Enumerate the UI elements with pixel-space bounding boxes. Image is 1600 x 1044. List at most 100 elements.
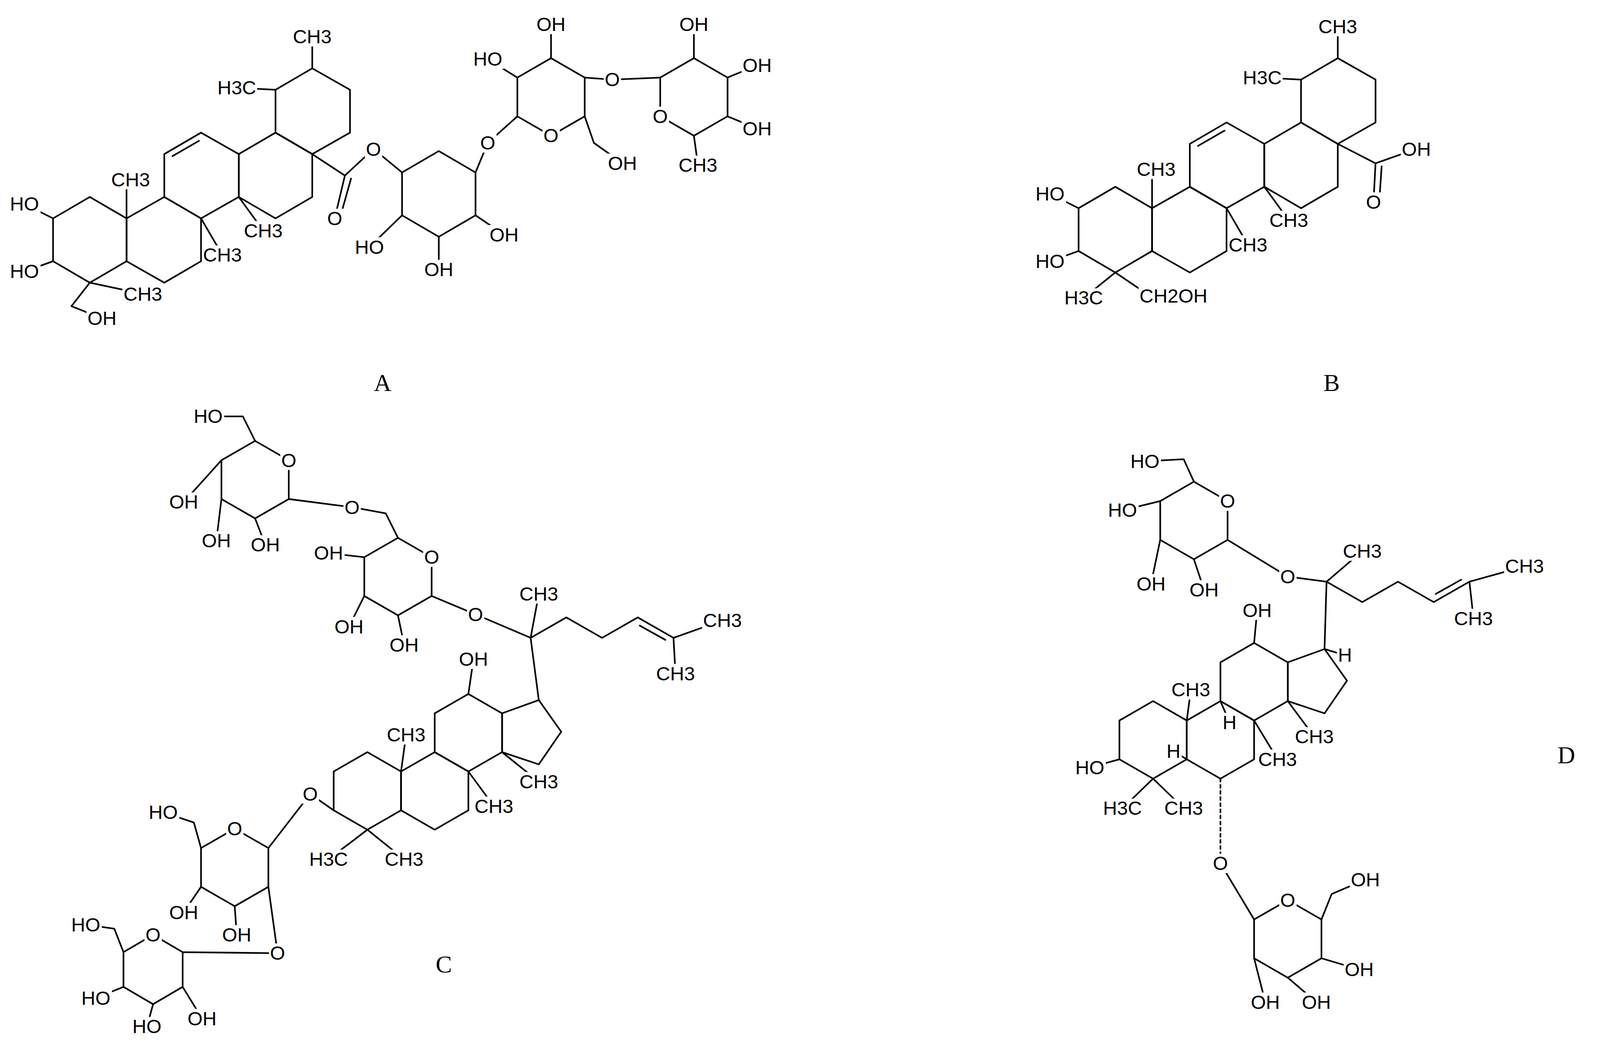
atom-label: O — [301, 784, 319, 804]
ring — [1160, 481, 1228, 560]
atom-label: CH3 — [1342, 541, 1384, 561]
atom-label: O — [1279, 566, 1297, 587]
atom-label: OH — [388, 635, 420, 655]
atom-label: CH3 — [1293, 727, 1335, 747]
atom-label: OH — [86, 308, 118, 329]
atom-label: CH3 — [291, 26, 333, 47]
ring — [126, 196, 201, 283]
bond — [24, 24, 758, 319]
atom-label: OH — [186, 1008, 218, 1029]
atom-label: H — [1165, 741, 1182, 762]
atom-label: H — [1221, 712, 1238, 733]
atom-label: OH — [607, 153, 638, 174]
atom-label: OH — [1343, 959, 1375, 980]
atom-label: OH — [313, 543, 345, 564]
ring — [660, 58, 728, 136]
atom-label: H3C — [1241, 67, 1283, 88]
atom-label: HO — [70, 915, 102, 935]
atom-label: OH — [457, 649, 489, 669]
atom-label: OH — [678, 14, 710, 35]
atom-label: O — [268, 943, 287, 963]
atom-label: OH — [200, 531, 232, 551]
atom-label: O — [144, 925, 162, 945]
molecule-c — [85, 416, 723, 1027]
ring — [1301, 58, 1376, 145]
atom-label: CH3 — [1453, 608, 1495, 629]
ring — [275, 68, 350, 155]
atom-label: OH — [1400, 139, 1432, 160]
atom-label: O — [542, 126, 560, 146]
atom-label: O — [1279, 890, 1297, 911]
ring — [123, 934, 183, 1004]
ring — [1186, 701, 1255, 779]
atom-label: CH3 — [1163, 798, 1205, 819]
atom-label: H3C — [308, 849, 350, 870]
structure-letter: D — [1556, 742, 1577, 768]
atom-label: HO — [80, 988, 112, 1009]
ring — [517, 58, 585, 136]
bond — [1089, 459, 1525, 1003]
atom-label: HO — [1074, 757, 1106, 778]
atom-label: O — [365, 139, 383, 160]
atom-label: O — [479, 133, 497, 153]
bond — [85, 416, 723, 1027]
atom-label: CH3 — [655, 663, 697, 684]
atom-label: O — [651, 106, 669, 127]
atom-label: CH3 — [702, 610, 744, 631]
ring — [1189, 122, 1265, 209]
atom-label: OH — [1249, 992, 1281, 1013]
atom-label: HO — [1034, 251, 1066, 272]
atom-label: OH — [535, 14, 567, 35]
atom-label: O — [226, 818, 244, 839]
atom-label: OH — [1241, 600, 1273, 621]
atom-label: OH — [249, 535, 281, 556]
atom-label: O — [326, 208, 344, 229]
atom-label: HO — [1034, 184, 1066, 204]
atom-label: HO — [1129, 451, 1161, 472]
atom-label: H3C — [1101, 798, 1143, 819]
atom-label: HO — [9, 194, 41, 215]
atom-label: OH — [1300, 992, 1332, 1013]
bond — [1049, 26, 1417, 299]
ring — [52, 196, 127, 283]
atom-label: O — [1364, 192, 1383, 212]
ring — [502, 699, 562, 765]
ring — [1119, 701, 1187, 779]
ring — [200, 828, 269, 906]
atom-label: OH — [168, 902, 200, 923]
atom-label: HO — [9, 261, 41, 282]
ring — [164, 132, 239, 219]
ring — [1264, 122, 1338, 209]
atom-label: OH — [168, 492, 200, 513]
molecule-a — [24, 24, 758, 319]
atom-label: H3C — [216, 77, 258, 98]
atom-label: CH3 — [1170, 680, 1212, 700]
atom-label: OH — [1135, 574, 1167, 594]
atom-label: HO — [192, 406, 224, 427]
atom-label: CH3 — [1135, 159, 1177, 180]
atom-label: HO — [353, 237, 385, 258]
ring — [434, 694, 503, 772]
ring — [1254, 900, 1322, 978]
atom-label: CH3 — [1317, 16, 1359, 37]
atom-label: HO — [131, 1017, 163, 1037]
atom-label: O — [280, 450, 298, 471]
ring — [401, 752, 469, 830]
ring — [221, 440, 289, 519]
atom-label: CH3 — [677, 155, 719, 176]
atom-label: OH — [741, 55, 773, 76]
structure-letter: C — [434, 951, 453, 977]
atom-label: CH3 — [383, 849, 425, 870]
ring — [1220, 643, 1288, 721]
atom-label: CH3 — [242, 221, 284, 241]
atom-label: CH3 — [1227, 235, 1269, 255]
hashed-bond — [1219, 778, 1222, 864]
ring — [1078, 186, 1153, 273]
atom-label: CH3 — [1504, 556, 1546, 577]
atom-label: OH — [1188, 580, 1220, 600]
structure-letter: A — [372, 370, 393, 396]
atom-label: CH3 — [518, 584, 560, 604]
atom-label: CH3 — [110, 169, 152, 190]
atom-label: CH3 — [385, 725, 427, 745]
